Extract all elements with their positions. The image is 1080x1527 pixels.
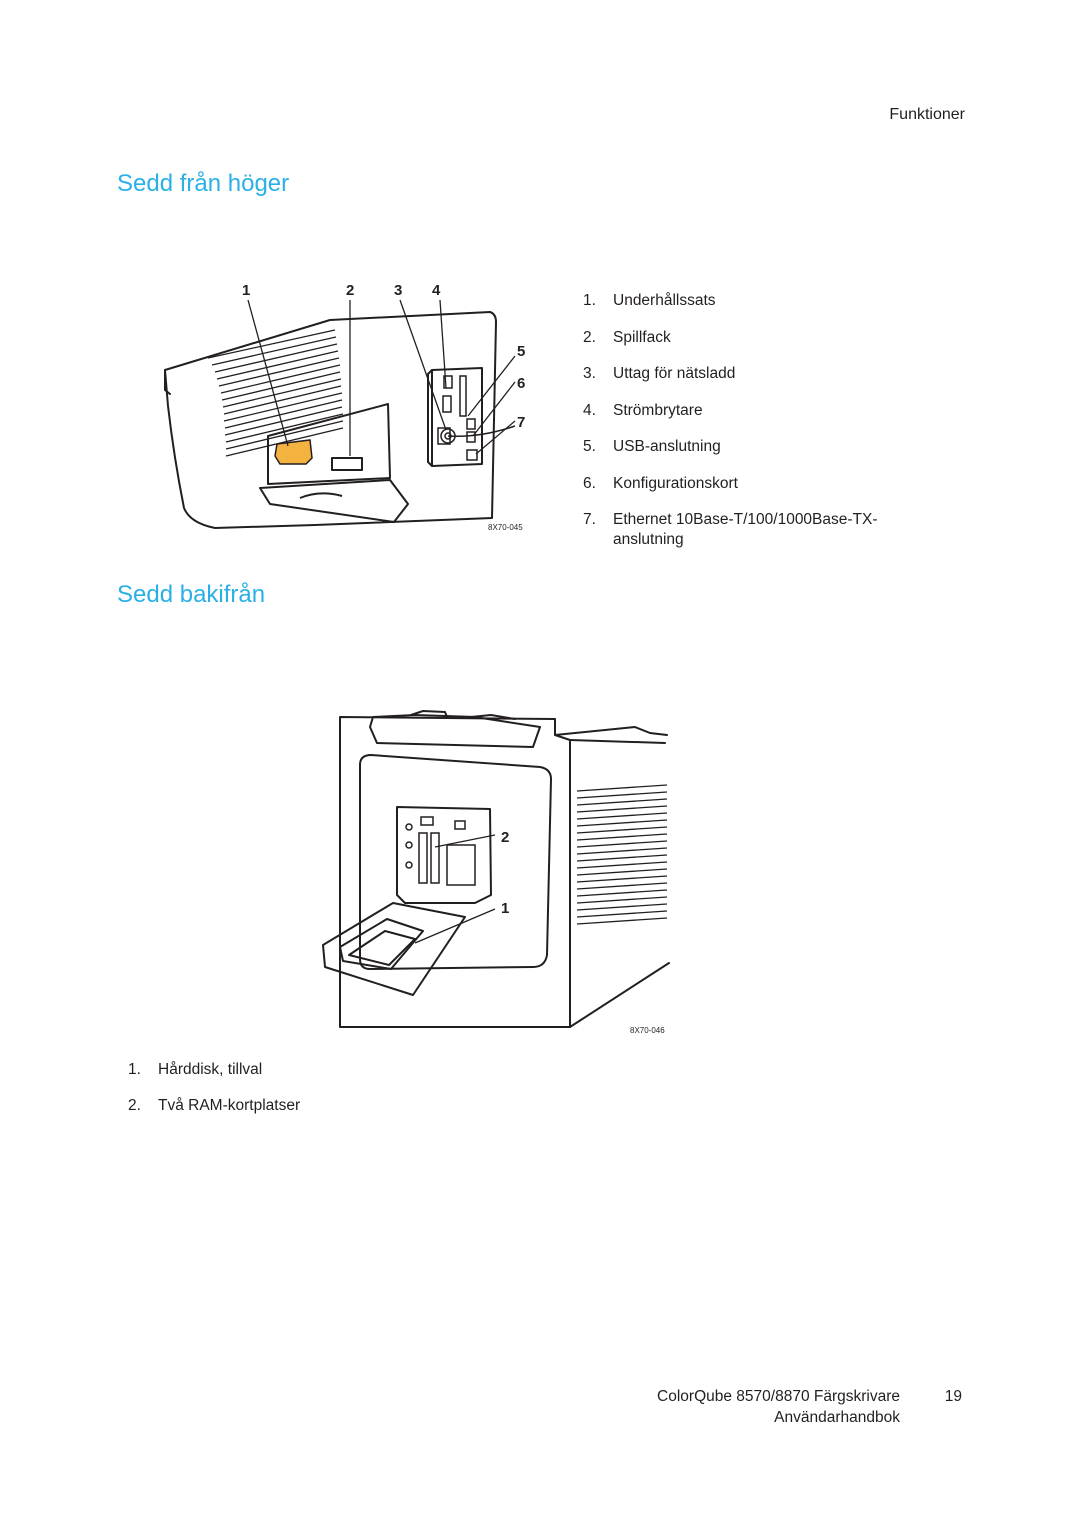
printer-right-view-drawing: 1 2 3 4 5 6 7 8X70-045 [164, 282, 525, 532]
running-header: Funktioner [889, 106, 965, 123]
maintenance-kit-highlight [274, 439, 313, 465]
footer-product-name: ColorQube 8570/8870 Färgskrivare [657, 1388, 900, 1405]
callout-5: 5 [517, 343, 525, 360]
ram-slots [405, 816, 476, 886]
vent-grille [207, 329, 344, 457]
callout-7: 7 [517, 414, 525, 431]
footer-guide-name: Användarhandbok [774, 1409, 900, 1426]
legend-item: 2.Spillfack [583, 328, 671, 346]
printer-back-view-illustration: 2 1 8X70-046 [315, 705, 675, 1045]
callout-1: 1 [242, 282, 250, 299]
callout-4: 4 [432, 282, 441, 299]
callout-2: 2 [501, 829, 509, 846]
legend-item: 3.Uttag för nätsladd [583, 365, 736, 382]
section-heading-back-view: Sedd bakifrån [117, 581, 266, 608]
figure-code-right: 8X70-045 [488, 523, 523, 532]
printer-right-view-illustration: 1 2 3 4 5 6 7 8X70-045 [160, 278, 540, 536]
page-number: 19 [944, 1388, 962, 1405]
section-heading-right-view: Sedd från höger [117, 170, 290, 197]
legend-item: 1.Hårddisk, tillval [128, 1061, 263, 1078]
legend-item: 4.Strömbrytare [583, 401, 703, 419]
callout-2: 2 [346, 282, 354, 299]
legend-back-view: 1.Hårddisk, tillval 2.Två RAM-kortplatse… [128, 1060, 428, 1132]
side-vents [576, 784, 668, 925]
callout-6: 6 [517, 375, 525, 392]
legend-item: 5.USB-anslutning [583, 438, 721, 455]
figure-code-back: 8X70-046 [630, 1026, 665, 1035]
legend-item: 1.Underhållssats [583, 292, 716, 309]
callout-3: 3 [394, 282, 402, 299]
legend-item: 2.Två RAM-kortplatser [128, 1097, 301, 1114]
legend-item: 6.Konfigurationskort [583, 474, 738, 492]
legend-right-view: 1.Underhållssats 2.Spillfack 3.Uttag för… [583, 291, 903, 567]
callout-1: 1 [501, 900, 509, 917]
printer-back-view-drawing: 2 1 8X70-046 [322, 710, 670, 1035]
legend-item: 7.Ethernet 10Base-T/100/1000Base-TX-ansl… [583, 511, 878, 548]
footer-document-title: ColorQube 8570/8870 Färgskrivare Använda… [580, 1386, 900, 1428]
